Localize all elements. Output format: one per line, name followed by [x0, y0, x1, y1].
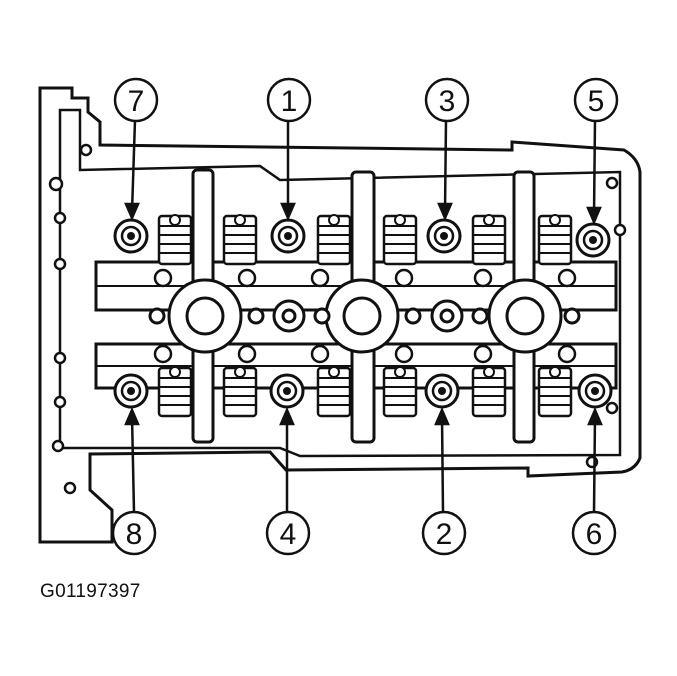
figure-caption: G01197397 — [40, 581, 141, 602]
callout-1: 1 — [266, 77, 312, 123]
callout-3: 3 — [424, 77, 470, 123]
head-outline — [38, 86, 642, 544]
svg-text:7: 7 — [128, 85, 145, 118]
callout-8: 8 — [111, 510, 157, 556]
head-bolt-3 — [426, 218, 462, 254]
mounting-holes — [48, 143, 627, 495]
svg-text:5: 5 — [588, 85, 605, 118]
leader-arrows — [124, 119, 603, 513]
head-bolt-8 — [113, 373, 149, 409]
head-bolt-1 — [270, 218, 306, 254]
cam-journal-right — [473, 268, 577, 364]
callout-5: 5 — [573, 77, 619, 123]
svg-text:6: 6 — [586, 518, 603, 551]
head-bolt-6 — [577, 373, 613, 409]
svg-text:1: 1 — [281, 85, 298, 118]
cam-journal-left — [153, 268, 257, 364]
callout-7: 7 — [113, 77, 159, 123]
callout-4: 4 — [265, 510, 311, 556]
svg-text:2: 2 — [436, 518, 453, 551]
callout-6: 6 — [571, 510, 617, 556]
callout-2: 2 — [421, 510, 467, 556]
svg-text:8: 8 — [126, 518, 143, 551]
head-bolt-4 — [269, 373, 305, 409]
head-bolt-2 — [424, 373, 460, 409]
head-bolt-5 — [575, 222, 611, 258]
head-bolt-7 — [113, 218, 149, 254]
svg-text:4: 4 — [280, 518, 297, 551]
svg-text:3: 3 — [439, 85, 456, 118]
